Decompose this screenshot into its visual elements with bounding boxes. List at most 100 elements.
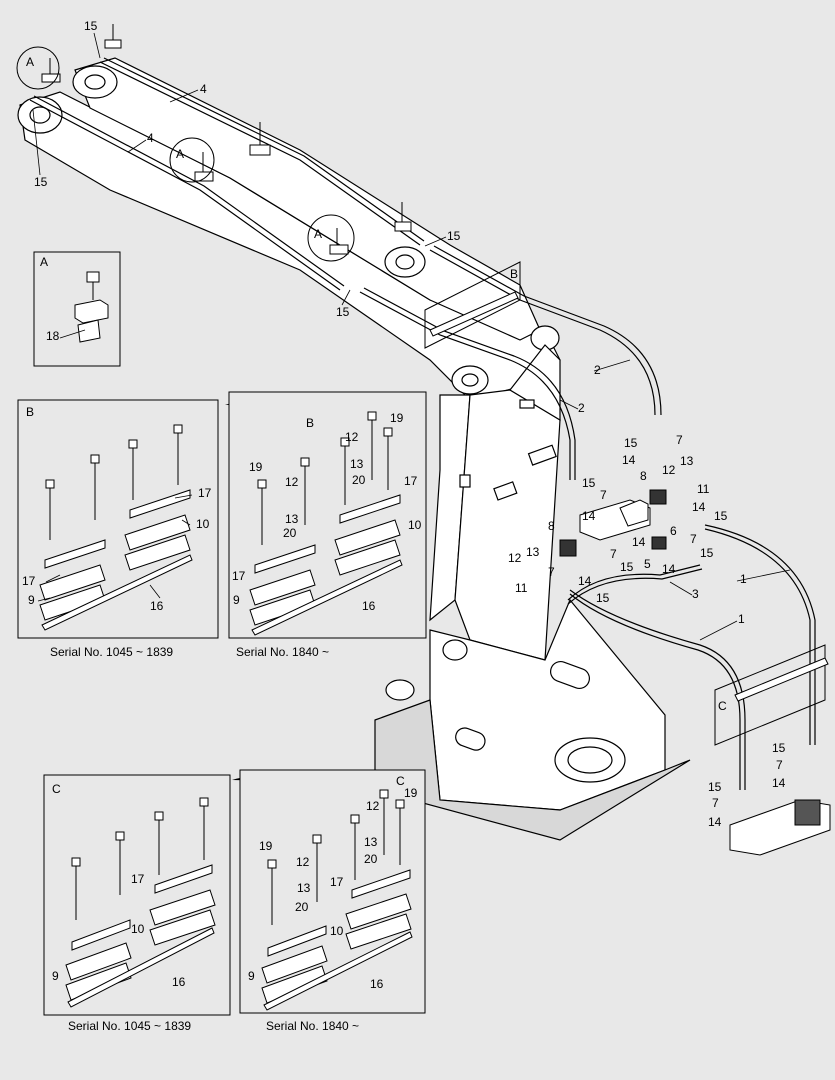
serial-old-b: Serial No. 1045 ~ 1839 (50, 645, 173, 659)
part-label: 9 (28, 593, 35, 607)
part-label: 9 (248, 969, 255, 983)
detail-c-new-title: C (396, 774, 405, 788)
part-label: 16 (362, 599, 376, 613)
part-label: 4 (200, 82, 207, 96)
part-label: 7 (600, 488, 607, 502)
part-label: 14 (582, 509, 596, 523)
part-label: 16 (370, 977, 384, 991)
callout-a3: A (314, 227, 322, 241)
part-label: 7 (548, 565, 555, 579)
part-label: 17 (330, 875, 344, 889)
callout-a1: A (26, 55, 34, 69)
callout-circle-a3 (307, 214, 355, 262)
callout-a2: A (176, 147, 184, 161)
part-label: 15 (624, 436, 638, 450)
part-label: 17 (404, 474, 418, 488)
callout-circle-a2 (169, 137, 215, 183)
detail-a-box (33, 251, 121, 367)
serial-old-c: Serial No. 1045 ~ 1839 (68, 1019, 191, 1033)
part-label: 13 (526, 545, 540, 559)
detail-c-new-box (239, 769, 426, 1014)
part-label: 15 (708, 780, 722, 794)
part-label: 14 (708, 815, 722, 829)
detail-b-old-title: B (26, 405, 34, 419)
part-label: 19 (259, 839, 273, 853)
part-label: 14 (622, 453, 636, 467)
part-label: 10 (196, 517, 210, 531)
part-label: 17 (131, 872, 145, 886)
valve-blocks (559, 489, 831, 856)
part-label: 11 (515, 581, 528, 595)
part-label: 15 (714, 509, 728, 523)
detail-b-new-title: B (306, 416, 314, 430)
callout-b: B (510, 267, 518, 281)
part-label: 18 (46, 329, 60, 343)
detail-b-old-box (17, 399, 219, 639)
part-label: 10 (330, 924, 344, 938)
part-label: 6 (670, 524, 677, 538)
part-label: 4 (147, 131, 154, 145)
part-label: 15 (596, 591, 610, 605)
part-label: 15 (772, 741, 786, 755)
part-label: 12 (662, 463, 676, 477)
part-label: 17 (198, 486, 212, 500)
detail-c-old-title: C (52, 782, 61, 796)
serial-new-c: Serial No. 1840 ~ (266, 1019, 359, 1033)
part-label: 8 (548, 519, 555, 533)
part-label: 19 (404, 786, 418, 800)
part-label: 14 (578, 574, 592, 588)
part-label: 16 (150, 599, 164, 613)
part-labels: 15 15 4 4 15 15 2 2 15 7 14 13 8 12 11 1… (22, 19, 786, 991)
part-label: 15 (336, 305, 350, 319)
part-label: 15 (700, 546, 714, 560)
part-label: 12 (508, 551, 522, 565)
part-label: 7 (690, 532, 697, 546)
part-label: 14 (632, 535, 646, 549)
part-label: 17 (232, 569, 246, 583)
part-label: 3 (692, 587, 699, 601)
detail-c-old-box (43, 774, 231, 1016)
part-label: 13 (364, 835, 378, 849)
part-label: 13 (297, 881, 311, 895)
part-label: 20 (364, 852, 378, 866)
part-label: 12 (296, 855, 310, 869)
part-label: 5 (644, 557, 651, 571)
part-label: 1 (740, 572, 747, 586)
detail-a-title: A (40, 255, 48, 269)
part-label: 14 (772, 776, 786, 790)
part-label: 20 (295, 900, 309, 914)
part-label: 19 (249, 460, 263, 474)
leader-lines (32, 32, 791, 641)
part-label: 11 (697, 482, 710, 496)
part-label: 15 (620, 560, 634, 574)
part-label: 9 (52, 969, 59, 983)
part-label: 12 (345, 430, 359, 444)
part-label: 15 (447, 229, 461, 243)
part-label: 15 (34, 175, 48, 189)
callout-circles (16, 46, 355, 262)
part-label: 20 (283, 526, 297, 540)
part-label: 12 (366, 799, 380, 813)
part-label: 10 (408, 518, 422, 532)
part-label: 13 (680, 454, 694, 468)
callout-c: C (718, 699, 727, 713)
bracket-panels (424, 261, 829, 746)
part-label: 19 (390, 411, 404, 425)
part-label: 9 (233, 593, 240, 607)
boom-clamps (41, 24, 412, 255)
part-label: 7 (776, 758, 783, 772)
detail-b-new-box (228, 391, 427, 639)
part-label: 14 (692, 500, 706, 514)
part-label: 7 (712, 796, 719, 810)
part-label: 2 (578, 401, 585, 415)
part-label: 17 (22, 574, 36, 588)
callout-circle-a1 (16, 46, 60, 90)
part-label: 16 (172, 975, 186, 989)
part-label: 8 (640, 469, 647, 483)
part-label: 13 (350, 457, 364, 471)
part-label: 1 (738, 612, 745, 626)
part-label: 10 (131, 922, 145, 936)
part-label: 7 (610, 547, 617, 561)
